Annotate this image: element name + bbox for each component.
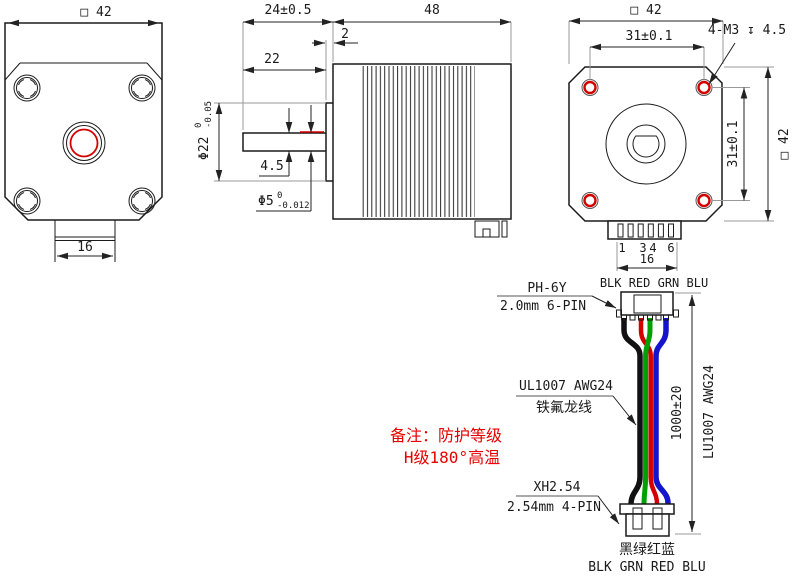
rear-tab-width-dim-label: 16 (77, 240, 93, 255)
shaft-exposed-dim-label: 22 (264, 52, 280, 67)
cable-length-dim-label: 1000±20 (670, 386, 685, 441)
note-block: 备注：防护等级 H级180°高温 (390, 426, 502, 467)
svg-text:0: 0 (194, 123, 204, 128)
front-height-dim-label: □ 42 (777, 128, 792, 159)
note-line1: 备注：防护等级 (390, 426, 502, 445)
xh-connector (619, 503, 675, 537)
side-connector (474, 220, 508, 238)
wire-order-bottom-cn-label: 黑绿红蓝 (619, 542, 675, 558)
cable-spec-vertical-label: LU1007 AWG24 (702, 365, 717, 459)
cable-assembly: 1000±20 LU1007 AWG24 PH-6Y 2.0mm 6-PIN U… (497, 281, 717, 575)
side-view: 24±0.5 48 2 22 Φ22 0 -0.05 4.5 Φ5 0 -0.0… (194, 3, 512, 238)
cable-bundle (621, 318, 671, 508)
body-length-dim-label: 48 (424, 3, 440, 18)
wire-order-bottom-en-label: BLK GRN RED BLU (588, 560, 705, 575)
shaft-dia-dim-label: Φ5 0 -0.012 (258, 191, 310, 211)
svg-text:-0.05: -0.05 (204, 101, 214, 128)
front-width-dim-label: □ 42 (630, 3, 661, 18)
hole-span-h-dim-label: 31±0.1 (626, 29, 673, 44)
pin1-label: 1 (618, 241, 625, 255)
wire-spec-label: UL1007 AWG24 (519, 379, 613, 394)
svg-text:-0.012: -0.012 (277, 201, 310, 211)
header-width-dim-label: 16 (640, 252, 654, 266)
pin4-label: 4 (649, 241, 656, 255)
rear-view: □ 42 16 (4, 5, 163, 262)
ph-connector-spec-label: 2.0mm 6-PIN (500, 299, 586, 314)
svg-text:Φ22: Φ22 (197, 137, 212, 160)
flat-dim-label: 4.5 (260, 159, 283, 174)
xh-connector-name-label: XH2.54 (534, 480, 581, 495)
wire-order-top-label: BLK RED GRN BLU (600, 276, 708, 290)
thread-callout-label: 4-M3 ↧ 4.5 (708, 23, 786, 38)
pin-header: 1 3 4 6 16 BLK RED GRN BLU (600, 220, 708, 290)
wire-material-label: 铁氟龙线 (536, 400, 592, 416)
ph-connector (616, 291, 679, 321)
front-view: □ 42 31±0.1 4-M3 ↧ 4.5 31±0.1 □ 42 (568, 3, 792, 222)
stator-fins (360, 66, 475, 217)
svg-text:0: 0 (277, 191, 282, 201)
pin3-label: 3 (639, 241, 646, 255)
shaft-length-dim-label: 24±0.5 (265, 3, 312, 18)
xh-connector-spec-label: 2.54mm 4-PIN (507, 500, 601, 515)
rear-shaft-boss (62, 121, 106, 165)
boss-length-dim-label: 2 (341, 27, 349, 42)
ph-connector-name-label: PH-6Y (527, 281, 566, 296)
rear-connector-tab (54, 220, 116, 262)
note-line2: H级180°高温 (404, 448, 500, 467)
hole-span-v-dim-label: 31±0.1 (726, 121, 741, 168)
rear-width-dim-label: □ 42 (80, 5, 111, 20)
d-cut-shaft (632, 135, 660, 158)
pin6-label: 6 (667, 241, 674, 255)
pilot-dia-dim-label: Φ22 0 -0.05 (194, 101, 214, 160)
svg-text:Φ5: Φ5 (258, 194, 274, 209)
